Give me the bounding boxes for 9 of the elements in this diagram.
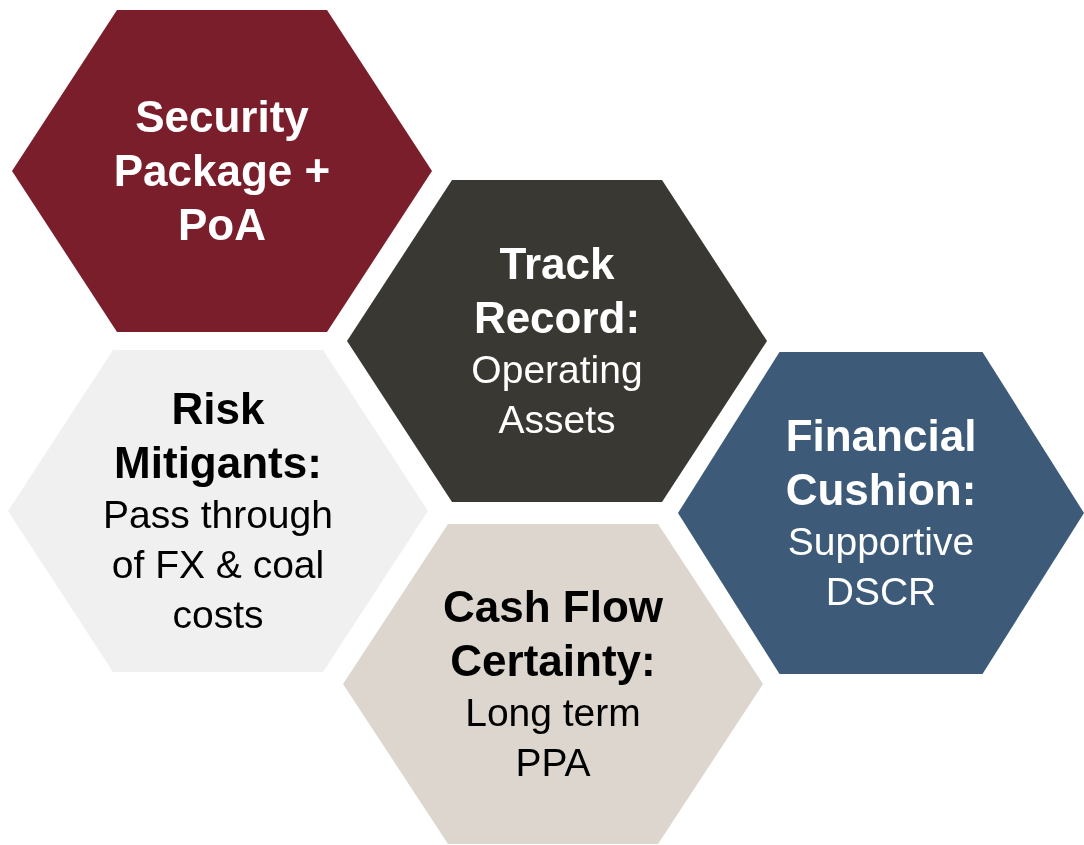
hexagon-heading: Cash Flow Certainty: — [442, 581, 664, 687]
hexagon-heading: Financial Cushion: — [784, 410, 978, 516]
hexagon-description: Operating Assets — [470, 347, 644, 443]
hexagon-description: Pass through of FX & coal costs — [102, 492, 334, 638]
hexagon-heading: Risk Mitigants: — [113, 383, 323, 489]
hexagon-description: Supportive DSCR — [786, 519, 976, 615]
hexagon-description: Long term PPA — [464, 690, 642, 786]
hexagon-heading: Track Record: — [472, 238, 642, 344]
hexagon-heading: Security Package + PoA — [112, 91, 332, 251]
